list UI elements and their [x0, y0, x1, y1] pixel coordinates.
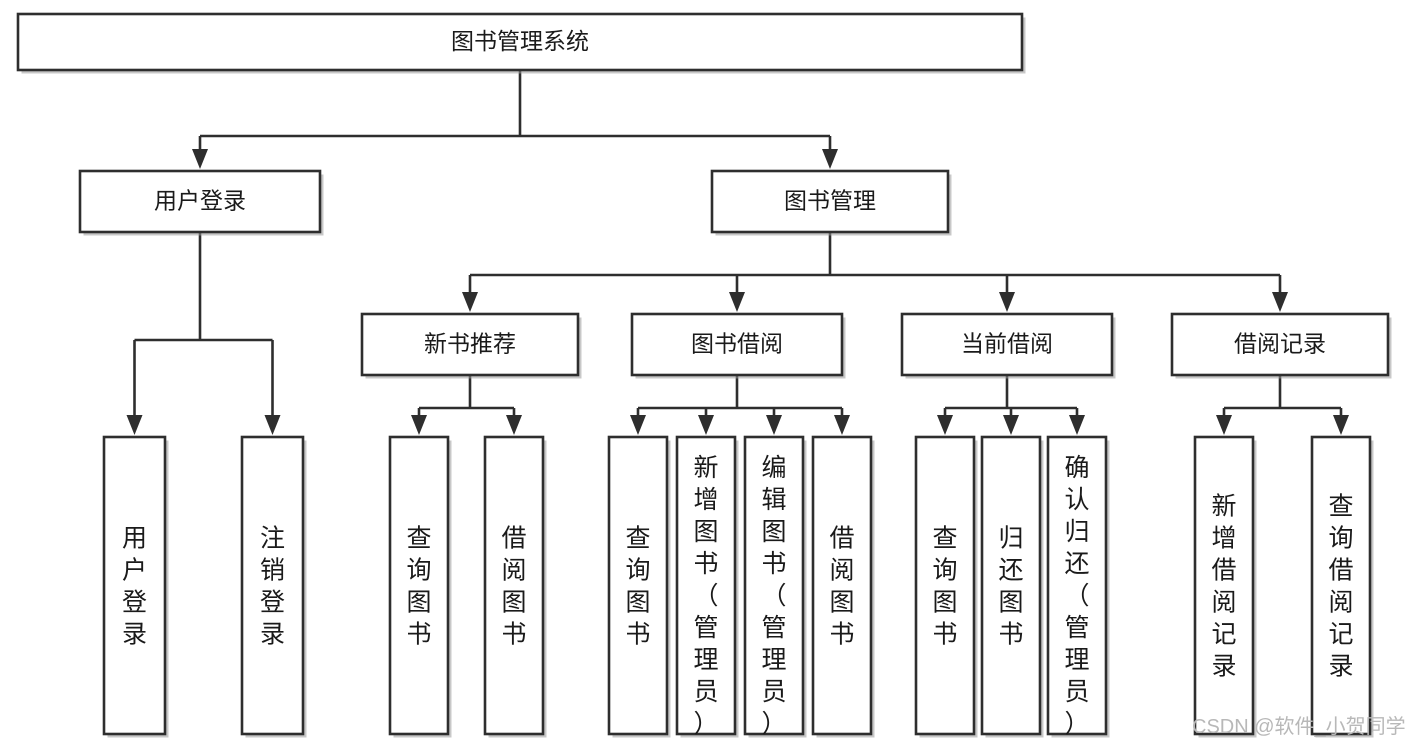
node-layer: 图书管理系统用户登录图书管理新书推荐图书借阅当前借阅借阅记录用户登录注销登录查询…	[16, 12, 1392, 738]
node-leaf-return-books[interactable]: 归还图书	[980, 435, 1044, 738]
node-label-leaf-query-books-borrow: 查询图书	[625, 524, 650, 648]
arrow-head-icon	[937, 415, 953, 435]
connector-new-book-recommend	[411, 375, 522, 435]
node-root[interactable]: 图书管理系统	[16, 12, 1026, 74]
arrow-head-icon	[1216, 415, 1232, 435]
arrow-head-icon	[126, 415, 143, 435]
arrow-head-icon	[1069, 415, 1085, 435]
node-leaf-confirm-return-admin[interactable]: 确认归还（管理员）	[1046, 435, 1110, 738]
connector-current-borrow	[937, 375, 1085, 435]
node-label-leaf-query-books-current: 查询图书	[932, 524, 957, 648]
arrow-head-icon	[1003, 415, 1019, 435]
node-label-book-management: 图书管理	[784, 188, 876, 214]
node-label-leaf-query-books-rec: 查询图书	[406, 524, 431, 648]
node-label-borrow-record: 借阅记录	[1234, 331, 1326, 357]
node-book-borrow[interactable]: 图书借阅	[630, 312, 846, 379]
node-label-user-login: 用户登录	[154, 188, 246, 214]
node-label-leaf-add-borrow-record: 新增借阅记录	[1211, 492, 1236, 680]
node-label-leaf-user-logout: 注销登录	[260, 524, 285, 648]
node-label-leaf-query-borrow-record: 查询借阅记录	[1328, 492, 1353, 680]
node-current-borrow[interactable]: 当前借阅	[900, 312, 1116, 379]
node-label-leaf-return-books: 归还图书	[998, 524, 1023, 648]
node-book-management[interactable]: 图书管理	[710, 169, 952, 236]
node-leaf-edit-book-admin[interactable]: 编辑图书（管理员）	[743, 435, 807, 738]
node-label-new-book-recommend: 新书推荐	[424, 331, 516, 357]
arrow-head-icon	[462, 292, 478, 312]
arrow-head-icon	[506, 415, 522, 435]
arrow-head-icon	[1333, 415, 1349, 435]
node-label-leaf-borrow-books: 借阅图书	[829, 524, 854, 648]
arrow-head-icon	[834, 415, 850, 435]
arrow-head-icon	[630, 415, 646, 435]
node-label-root: 图书管理系统	[451, 28, 589, 54]
arrow-head-icon	[766, 415, 782, 435]
node-borrow-record[interactable]: 借阅记录	[1170, 312, 1392, 379]
arrow-head-icon	[698, 415, 714, 435]
connector-borrow-record	[1216, 375, 1349, 435]
node-new-book-recommend[interactable]: 新书推荐	[360, 312, 582, 379]
arrow-head-icon	[1272, 292, 1288, 312]
node-leaf-query-borrow-record[interactable]: 查询借阅记录	[1310, 435, 1374, 738]
arrow-head-icon	[192, 149, 208, 169]
connector-book-borrow	[630, 375, 850, 435]
arrow-head-icon	[729, 292, 745, 312]
node-label-leaf-confirm-return-admin: 确认归还（管理员）	[1064, 454, 1089, 738]
node-leaf-add-borrow-record[interactable]: 新增借阅记录	[1193, 435, 1257, 738]
connector-layer	[126, 70, 1349, 435]
node-label-leaf-edit-book-admin: 编辑图书（管理员）	[761, 454, 786, 738]
node-leaf-user-logout[interactable]: 注销登录	[240, 435, 307, 738]
node-leaf-query-books-borrow[interactable]: 查询图书	[607, 435, 671, 738]
node-leaf-query-books-rec[interactable]: 查询图书	[388, 435, 452, 738]
node-label-current-borrow: 当前借阅	[961, 331, 1053, 357]
node-label-book-borrow: 图书借阅	[691, 331, 783, 357]
arrow-head-icon	[411, 415, 427, 435]
node-leaf-query-books-current[interactable]: 查询图书	[914, 435, 978, 738]
node-leaf-borrow-books[interactable]: 借阅图书	[811, 435, 875, 738]
node-leaf-borrow-books-rec[interactable]: 借阅图书	[483, 435, 547, 738]
connector-user-login	[126, 232, 281, 435]
connector-root	[192, 70, 838, 169]
node-user-login[interactable]: 用户登录	[78, 169, 324, 236]
arrow-head-icon	[999, 292, 1015, 312]
node-label-leaf-add-book-admin: 新增图书（管理员）	[693, 454, 718, 738]
node-leaf-add-book-admin[interactable]: 新增图书（管理员）	[675, 435, 739, 738]
csdn-watermark: CSDN @软件_小贺同学	[1192, 715, 1405, 738]
node-label-leaf-user-login: 用户登录	[122, 524, 147, 648]
node-leaf-user-login[interactable]: 用户登录	[102, 435, 169, 738]
arrow-head-icon	[822, 149, 838, 169]
connector-book-management	[462, 232, 1288, 312]
node-label-leaf-borrow-books-rec: 借阅图书	[501, 524, 526, 648]
arrow-head-icon	[264, 415, 281, 435]
